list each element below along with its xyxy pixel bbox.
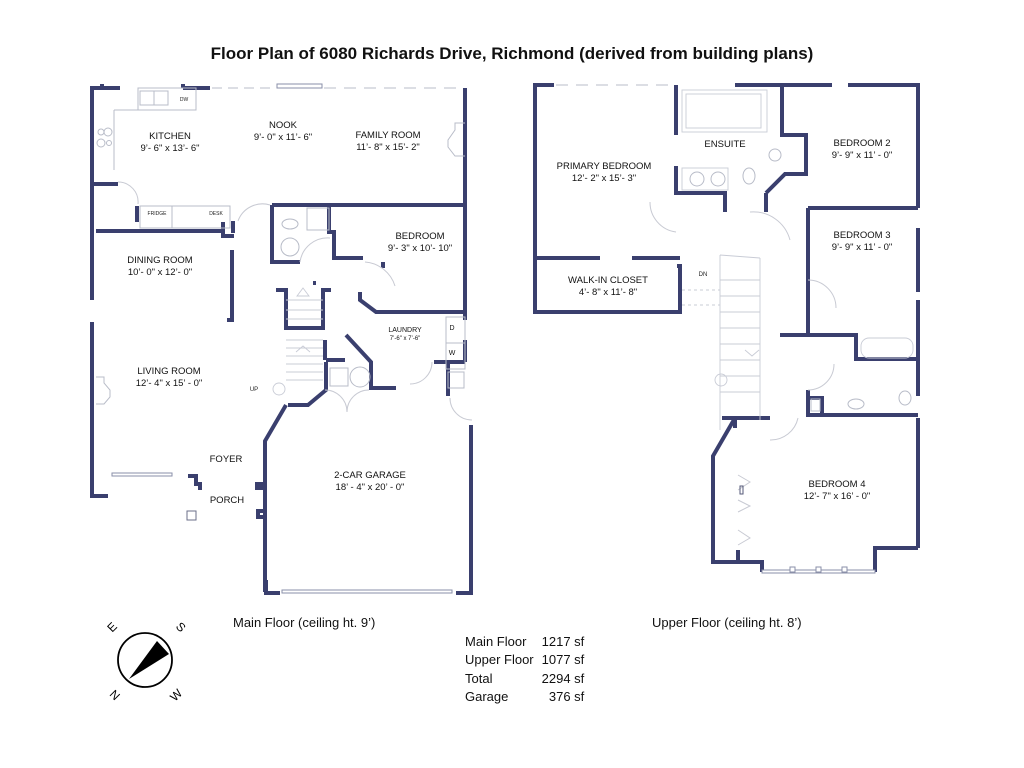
- compass-west: W: [167, 686, 185, 704]
- fixture-label-washer: W: [448, 350, 456, 357]
- area-summary-table: Main Floor 1217 sf Upper Floor 1077 sf Tot…: [465, 632, 584, 706]
- compass-east: E: [104, 619, 120, 635]
- area-row: Upper Floor 1077 sf: [465, 651, 584, 670]
- area-label: Garage: [465, 689, 509, 705]
- fixture-label-desk: DESK: [209, 211, 223, 217]
- upper-floor-plan: [533, 83, 920, 574]
- compass-icon: E S N W: [95, 610, 195, 710]
- area-value: 376 sf: [548, 689, 585, 705]
- fixture-label-dw: DW: [179, 97, 189, 103]
- fixture-label-dryer: D: [449, 325, 455, 332]
- area-label: Total: [465, 670, 493, 686]
- room-label-foyer: FOYER: [209, 454, 243, 465]
- area-value: 1217 sf: [541, 633, 585, 649]
- area-row: Main Floor 1217 sf: [465, 632, 584, 651]
- main-floor-plan: [90, 83, 473, 595]
- compass-north: N: [107, 687, 123, 703]
- compass-south: S: [173, 619, 189, 635]
- room-label-ensuite: ENSUITE: [704, 139, 746, 150]
- room-label-porch: PORCH: [209, 495, 245, 506]
- area-value: 2294 sf: [541, 670, 585, 686]
- stairs-up-label: UP: [249, 387, 259, 393]
- area-label: Upper Floor: [465, 652, 534, 668]
- upper-floor-caption: Upper Floor (ceiling ht. 8’): [652, 615, 802, 630]
- area-row: Total 2294 sf: [465, 669, 584, 688]
- area-value: 1077 sf: [541, 652, 585, 668]
- main-floor-caption: Main Floor (ceiling ht. 9’): [233, 615, 376, 630]
- plan-title: Floor Plan of 6080 Richards Drive, Richm…: [210, 44, 814, 63]
- area-label: Main Floor: [465, 633, 527, 649]
- area-row: Garage 376 sf: [465, 688, 584, 707]
- stairs-down-label: DN: [698, 272, 708, 278]
- fixture-label-fridge: FRIDGE: [147, 211, 167, 217]
